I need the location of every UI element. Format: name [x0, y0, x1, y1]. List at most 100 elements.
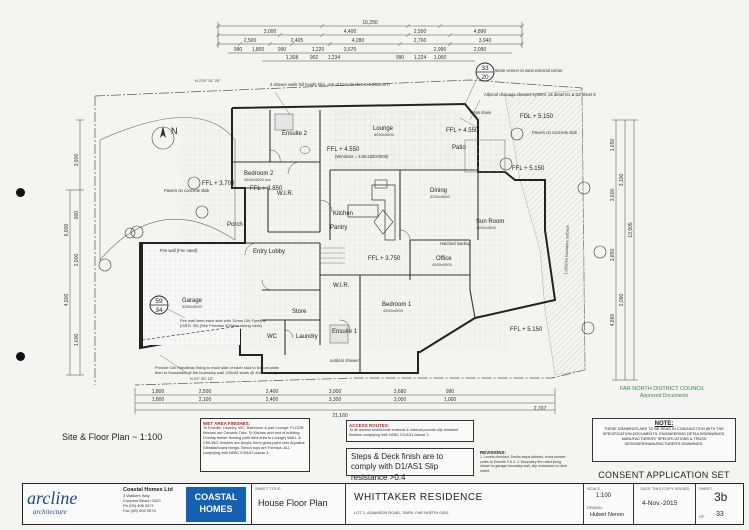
section-marker: 33 20: [475, 62, 495, 82]
right-dimension-lines: [612, 119, 638, 381]
issue-date: 4-Nov.-2015: [642, 500, 678, 507]
room-store: Store: [292, 309, 307, 315]
dim-tick: [319, 23, 325, 29]
svg-text:1,000: 1,000: [434, 55, 447, 61]
room-patio: Patio: [452, 145, 466, 151]
svg-text:4,400: 4,400: [344, 29, 357, 35]
kitchen-diamond: [373, 209, 394, 235]
driveway-curve: [99, 117, 236, 261]
company-name: Coastal Homes Ltd: [123, 487, 173, 493]
svg-text:990: 990: [278, 47, 287, 53]
room-lounge: Lounge: [373, 126, 394, 132]
boundary-bearing: N 276° 51' 20": [195, 78, 221, 83]
svg-text:Approved Documents: Approved Documents: [640, 393, 689, 399]
dim-tick: [215, 41, 221, 47]
dim-tick: [215, 23, 221, 29]
top-dimension-lines: [217, 22, 523, 62]
level-markers: [98, 127, 607, 335]
svg-text:3,000: 3,000: [394, 397, 407, 403]
svg-text:990: 990: [234, 47, 243, 53]
svg-text:2,500: 2,500: [414, 29, 427, 35]
left-dimension-lines: [66, 119, 84, 376]
dim-tick: [519, 23, 525, 29]
room-kitchen: Kitchen: [333, 211, 353, 217]
svg-text:2,500: 2,500: [199, 389, 212, 395]
svg-text:2,400: 2,400: [266, 397, 279, 403]
firewall-line: [140, 243, 143, 348]
sheet-title-cell: SHEET TITLE: House Floor Plan: [251, 484, 345, 524]
room-ensuite2: Ensuite 2: [282, 131, 308, 137]
svg-text:FFL + 5.150: FFL + 5.150: [510, 327, 543, 333]
svg-text:990: 990: [446, 389, 455, 395]
svg-text:2,760: 2,760: [414, 38, 427, 44]
svg-text:1,800: 1,800: [252, 47, 265, 53]
room-wir-2: W.I.R.: [333, 283, 350, 289]
dim-tick: [319, 32, 325, 38]
room-entry: Entry Lobby: [253, 249, 285, 255]
handibrac-note: Provide Gib Handibrac fixing to each sid…: [155, 365, 279, 375]
sheet-number-cell: SHEET 3b OF 33: [695, 484, 743, 524]
svg-text:1,800: 1,800: [152, 397, 165, 403]
svg-text:3 shower walls full height til: 3 shower walls full height tiles, rest o…: [270, 82, 390, 87]
svg-text:2,900: 2,900: [74, 254, 80, 267]
svg-text:3,850: 3,850: [610, 249, 616, 262]
svg-text:1,000: 1,000: [444, 397, 457, 403]
kitchen-island: [347, 204, 379, 218]
ensuite1-shower: [329, 324, 349, 344]
section-ref: 33: [481, 65, 489, 72]
steps: [320, 247, 345, 264]
right-dims-text: 1,650 3,600 3,850 4,860 3,100 2,090 13,9…: [610, 139, 634, 327]
room-porch: Porch: [227, 222, 243, 228]
room-bedroom2: Bedroom 2: [244, 171, 274, 177]
section-num: 20: [481, 74, 489, 81]
room-labels: Ensuite 2 Lounge 6090x3900 Bedroom 2 360…: [182, 126, 504, 340]
svg-text:1,224: 1,224: [414, 55, 427, 61]
sheet-number: 3b: [714, 490, 728, 504]
bottom-dims-text: 1,800 2,500 2,400 3,000 3,680 990 1,800 …: [152, 389, 547, 419]
svg-text:4200x3660: 4200x3660: [430, 194, 451, 199]
svg-text:3,100: 3,100: [619, 174, 625, 187]
svg-text:34: 34: [155, 307, 163, 314]
svg-text:5350x5900: 5350x5900: [182, 304, 203, 309]
svg-text:Hatched loading: Hatched loading: [440, 241, 471, 246]
svg-text:Pavers on concrete slab: Pavers on concrete slab: [164, 188, 210, 193]
ensuite2-shower: [274, 113, 294, 131]
project-cell: WHITTAKER RESIDENCE LOT 1, ADAMSON ROAD,…: [345, 484, 563, 524]
svg-text:FFL + 3.850: FFL + 3.850: [250, 186, 283, 192]
firewall-note: Fire wall lined each side with 10mm Gib …: [180, 318, 266, 328]
svg-text:(Windows = 440x1600/4000): (Windows = 440x1600/4000): [335, 154, 389, 159]
svg-text:N: N: [171, 126, 178, 136]
date-cell: DATE THIS COPY ISSUED 4-Nov.-2015: [633, 484, 695, 524]
svg-text:2,405: 2,405: [291, 38, 304, 44]
patio-deck: [464, 139, 506, 173]
svg-text:59: 59: [155, 298, 163, 305]
svg-text:1,308: 1,308: [286, 55, 299, 61]
dim-tick: [267, 41, 273, 47]
svg-text:902: 902: [310, 55, 319, 61]
note-body: THESE DRAWINGS ARE TO BE READ IN CONJUNC…: [602, 427, 726, 447]
sheet-total: 33: [716, 511, 724, 518]
room-sunroom: Sun Room: [476, 219, 504, 225]
svg-text:3,000: 3,000: [264, 29, 277, 35]
company-info: Coastal Homes Ltd 3 Walkers Way Coopers …: [123, 487, 203, 513]
svg-text:1,600: 1,600: [74, 334, 80, 347]
svg-text:Pavers on concrete slab: Pavers on concrete slab: [532, 130, 578, 135]
punch-hole-top: [16, 188, 25, 197]
boundary-setback: 1,000mm boundary setback: [563, 225, 570, 275]
svg-text:2,090: 2,090: [619, 294, 625, 307]
ensuite2-basin: [299, 146, 311, 154]
dim-tick: [215, 32, 221, 38]
dim-tick: [397, 41, 403, 47]
svg-text:outdoor shower: outdoor shower: [330, 358, 359, 363]
revisions-title: REVISIONS:: [480, 450, 507, 455]
svg-text:21,160: 21,160: [332, 413, 348, 419]
steps-deck-text: Steps & Deck finish are to comply with D…: [351, 452, 444, 482]
room-laundry: Laundry: [296, 334, 318, 340]
bottom-bearing: N 93° 50' 15": [190, 376, 214, 381]
room-office: Office: [436, 256, 452, 262]
svg-text:6,800: 6,800: [64, 224, 70, 237]
svg-text:FFL + 4.550: FFL + 4.550: [327, 147, 360, 153]
svg-text:3600x3000 o/a: 3600x3000 o/a: [244, 177, 271, 182]
